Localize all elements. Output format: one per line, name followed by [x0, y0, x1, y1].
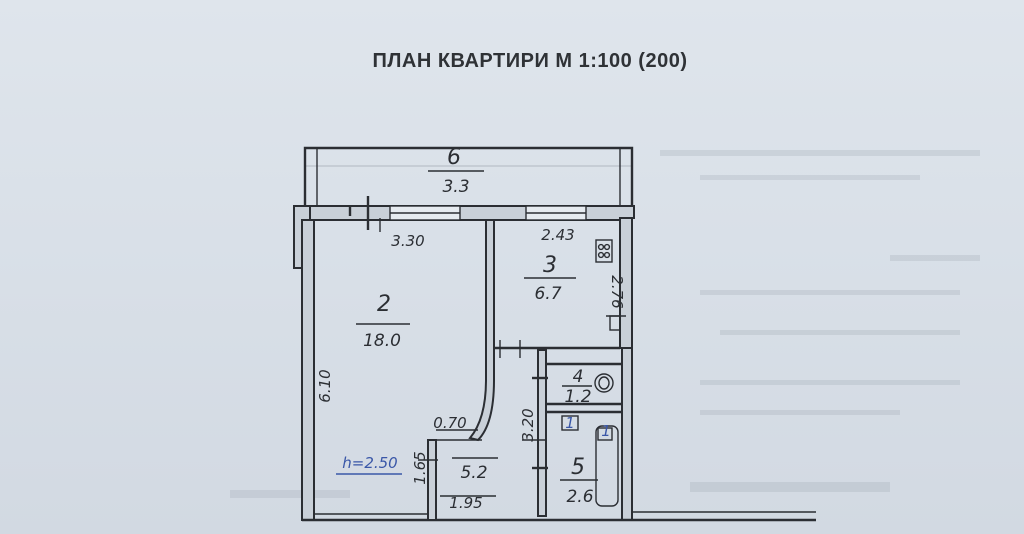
room-4-number: 4 — [573, 367, 584, 387]
hall-opening: 0.70 — [433, 414, 466, 432]
dimension-ticks — [379, 218, 626, 497]
room-2-number: 2 — [377, 292, 391, 317]
room-labels: 6 3.3 2 18.0 3 6.7 4 1.2 5.2 5 2.6 — [356, 145, 598, 507]
exterior-walls — [293, 196, 816, 522]
hall-short: 1.65 — [411, 451, 429, 484]
room-2-area: 18.0 — [363, 331, 401, 351]
sanitary-fixtures — [561, 239, 621, 507]
kitchen-sink-icon — [609, 315, 621, 331]
room-3-number: 3 — [543, 253, 557, 278]
room-3-width: 2.43 — [541, 226, 574, 244]
stove-icon — [595, 239, 613, 263]
room-2-width: 3.30 — [391, 232, 424, 250]
bathtub-icon — [595, 425, 619, 507]
room-6-balcony — [303, 146, 634, 205]
room-4-area: 1.2 — [564, 387, 591, 407]
room-3-area: 6.7 — [534, 284, 561, 304]
room-2-depth: 6.10 — [316, 369, 334, 402]
washbasin-icon — [561, 415, 579, 431]
hall-area: 5.2 — [460, 463, 487, 483]
room-5-area: 2.6 — [566, 487, 593, 507]
bleed-through-decoration — [230, 150, 980, 498]
fixture-label: 1 — [565, 414, 575, 432]
plan-title: ПЛАН КВАРТИРИ М 1:100 (200) — [372, 50, 688, 72]
hall-width: 1.95 — [449, 494, 482, 512]
interior-partitions — [427, 219, 622, 521]
bath-tap-label: 1 — [601, 422, 611, 440]
toilet-icon — [594, 373, 614, 393]
ceiling-height: h=2.50 — [342, 454, 397, 472]
room-5-number: 5 — [571, 455, 585, 480]
room-3-depth: 2.76 — [608, 275, 626, 308]
bath-tap-icon — [597, 427, 613, 441]
room-6-area: 3.3 — [442, 177, 469, 197]
hall-depth: 3.20 — [519, 408, 537, 441]
room-6-number: 6 — [447, 145, 461, 170]
